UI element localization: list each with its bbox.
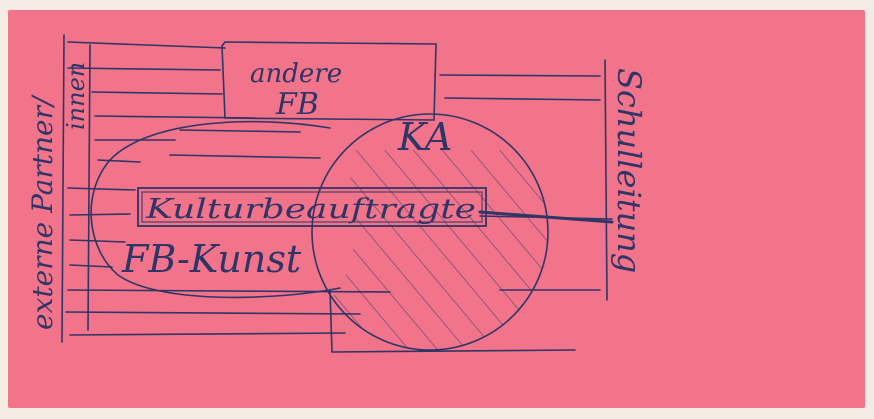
label-fb-kunst: FB-Kunst: [121, 237, 302, 281]
label-externe-partner: externe Partner/: [26, 94, 59, 330]
label-ka: KA: [397, 115, 452, 159]
label-kulturbeauftragte: Kulturbeauftragte: [145, 194, 476, 225]
sketch-lines: [61, 34, 614, 353]
label-fb-top: FB: [275, 87, 319, 122]
kulturbeauftragte-bar: [137, 187, 487, 227]
circle-hatching: [330, 150, 548, 350]
label-andere: andere: [250, 59, 342, 89]
label-schulleitung: Schulleitung: [610, 68, 648, 273]
label-innen: innen: [62, 62, 90, 130]
